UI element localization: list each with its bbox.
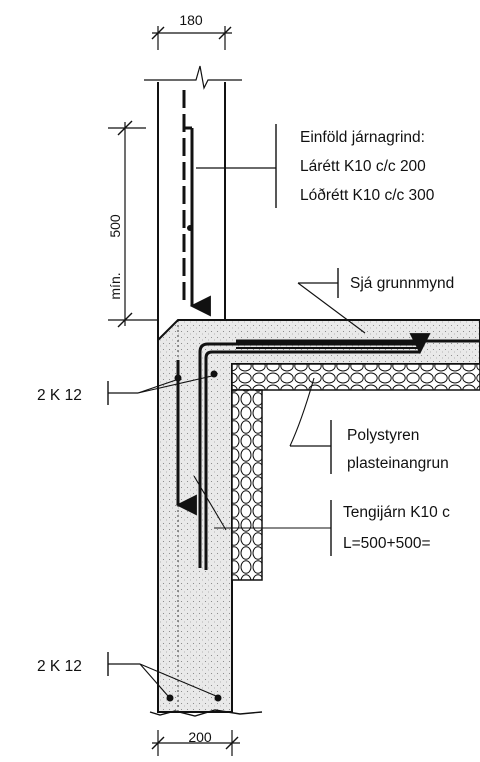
upper-wall	[144, 65, 242, 340]
see-plan-note: Sjá grunnmynd	[350, 275, 454, 292]
rebar-grid-leader	[196, 124, 277, 208]
bars-lower-label: 2 K 12	[37, 658, 82, 675]
rebar-slab-top	[236, 339, 480, 349]
insulation-line2: plasteinangrun	[347, 455, 449, 472]
top-width-dimension: 180	[151, 12, 232, 50]
bottom-width-label: 200	[188, 729, 212, 745]
see-plan-leader	[297, 268, 366, 334]
tie-bars-line2: L=500+500=	[343, 535, 431, 552]
insulation-line1: Polystyren	[347, 427, 419, 444]
top-width-label: 180	[179, 12, 203, 28]
bars-lower-leader	[107, 652, 217, 697]
insulation-horizontal	[231, 363, 480, 391]
tie-bars-line1: Tengijárn K10 c	[343, 504, 450, 521]
bottom-width-dimension: 200	[151, 729, 240, 756]
insulation-vertical	[231, 389, 263, 581]
insulation-leader	[289, 377, 332, 474]
min-height-dimension: 500 mín.	[107, 120, 158, 328]
bars-upper-leader	[107, 375, 213, 405]
rebar-corner-bars	[166, 225, 222, 702]
ground-line	[149, 709, 263, 717]
rebar-upper-wall-vertical	[182, 90, 211, 317]
bars-upper-label: 2 K 12	[37, 387, 82, 404]
tie-bars-leader	[193, 475, 332, 556]
rebar-grid-title: Einföld járnagrind:	[300, 129, 425, 146]
rebar-vertical-spec: Lóðrétt K10 c/c 300	[300, 187, 435, 204]
min-height-value: 500	[107, 214, 123, 238]
rebar-horizontal-spec: Lárétt K10 c/c 200	[300, 158, 426, 175]
min-height-prefix: mín.	[107, 272, 123, 299]
